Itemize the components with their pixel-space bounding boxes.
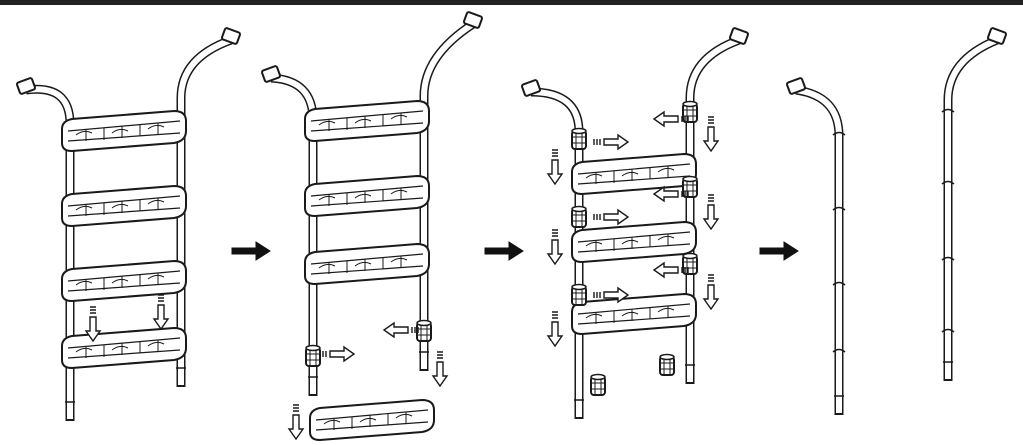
connector-bushing-icon xyxy=(571,205,587,228)
slide-arrow-icon xyxy=(703,274,719,310)
rail-joint-mark xyxy=(941,180,955,185)
step-arrow-shape xyxy=(231,241,271,261)
rail-end-cap xyxy=(785,77,807,95)
slide-arrow-icon xyxy=(593,209,629,225)
rail-end-cap xyxy=(728,27,750,45)
rail-end-cap xyxy=(260,65,282,83)
rail-tube-outline xyxy=(795,85,844,414)
rung-step xyxy=(61,327,187,369)
step-arrow-shape xyxy=(484,241,524,261)
rail-joint-mark xyxy=(941,256,955,261)
rail-end-cap xyxy=(986,27,1008,45)
slide-arrow-icon xyxy=(703,116,719,152)
connector-bushing-icon xyxy=(571,127,587,150)
rail-joint-mark xyxy=(941,108,955,113)
rail-tube-fill xyxy=(687,37,741,383)
rail-joint-mark xyxy=(941,328,955,333)
connector-bushing-icon xyxy=(305,344,321,367)
rail-joint-mark xyxy=(832,131,846,136)
rail-tube-outline xyxy=(176,35,233,386)
slide-arrow-icon xyxy=(547,229,563,265)
rail-end-cap xyxy=(462,11,484,29)
rail-joint-mark xyxy=(832,281,846,286)
rung-step xyxy=(304,243,430,285)
connector-bushing-icon xyxy=(571,283,587,306)
rung-step xyxy=(304,175,430,217)
step-arrow-shape xyxy=(759,241,799,261)
rung-step xyxy=(571,293,697,335)
detached-rung xyxy=(309,399,435,441)
slide-arrow-icon xyxy=(153,294,169,330)
slide-arrow-icon xyxy=(703,194,719,230)
rail-end-cap xyxy=(520,79,542,97)
rail-tube-outline xyxy=(943,35,999,380)
rail-joint-mark xyxy=(832,348,846,353)
rung-step xyxy=(61,110,187,152)
step-arrow-icon xyxy=(484,241,524,261)
rung-step xyxy=(61,185,187,227)
rail-tube-fill xyxy=(945,37,999,380)
rung-step xyxy=(571,153,697,195)
rung-step xyxy=(61,260,187,302)
stage-assembled-ladder xyxy=(15,27,242,421)
rail-end-cap xyxy=(220,27,242,45)
rail-tube-fill xyxy=(421,21,475,370)
connector-bushing-icon xyxy=(659,353,675,376)
slide-arrow-icon xyxy=(383,322,419,338)
slide-arrow-shape xyxy=(383,322,419,338)
stage-bare-rails xyxy=(785,27,1008,415)
slide-arrow-icon xyxy=(593,134,629,150)
stage-rungs-sliding-off xyxy=(520,27,750,419)
rail-tube-outline xyxy=(419,20,476,370)
connector-bushing-icon xyxy=(590,373,606,396)
slide-arrow-icon xyxy=(547,149,563,185)
step-arrow-icon xyxy=(759,241,799,261)
slide-arrow-icon xyxy=(288,404,304,440)
rung-step xyxy=(304,100,430,142)
connector-bushing-icon xyxy=(416,319,432,342)
rail-end-cap xyxy=(15,77,37,95)
rail-tube-fill xyxy=(178,37,233,386)
rail-joint-mark xyxy=(832,206,846,211)
slide-arrow-icon xyxy=(547,311,563,347)
rail-tube-fill xyxy=(795,87,842,414)
step-arrow-icon xyxy=(231,241,271,261)
slide-arrow-icon xyxy=(319,346,355,362)
top-rule xyxy=(0,0,1023,5)
rung-step xyxy=(571,221,697,263)
stage-bottom-rung-removed xyxy=(260,11,484,441)
slide-arrow-icon xyxy=(432,351,448,387)
